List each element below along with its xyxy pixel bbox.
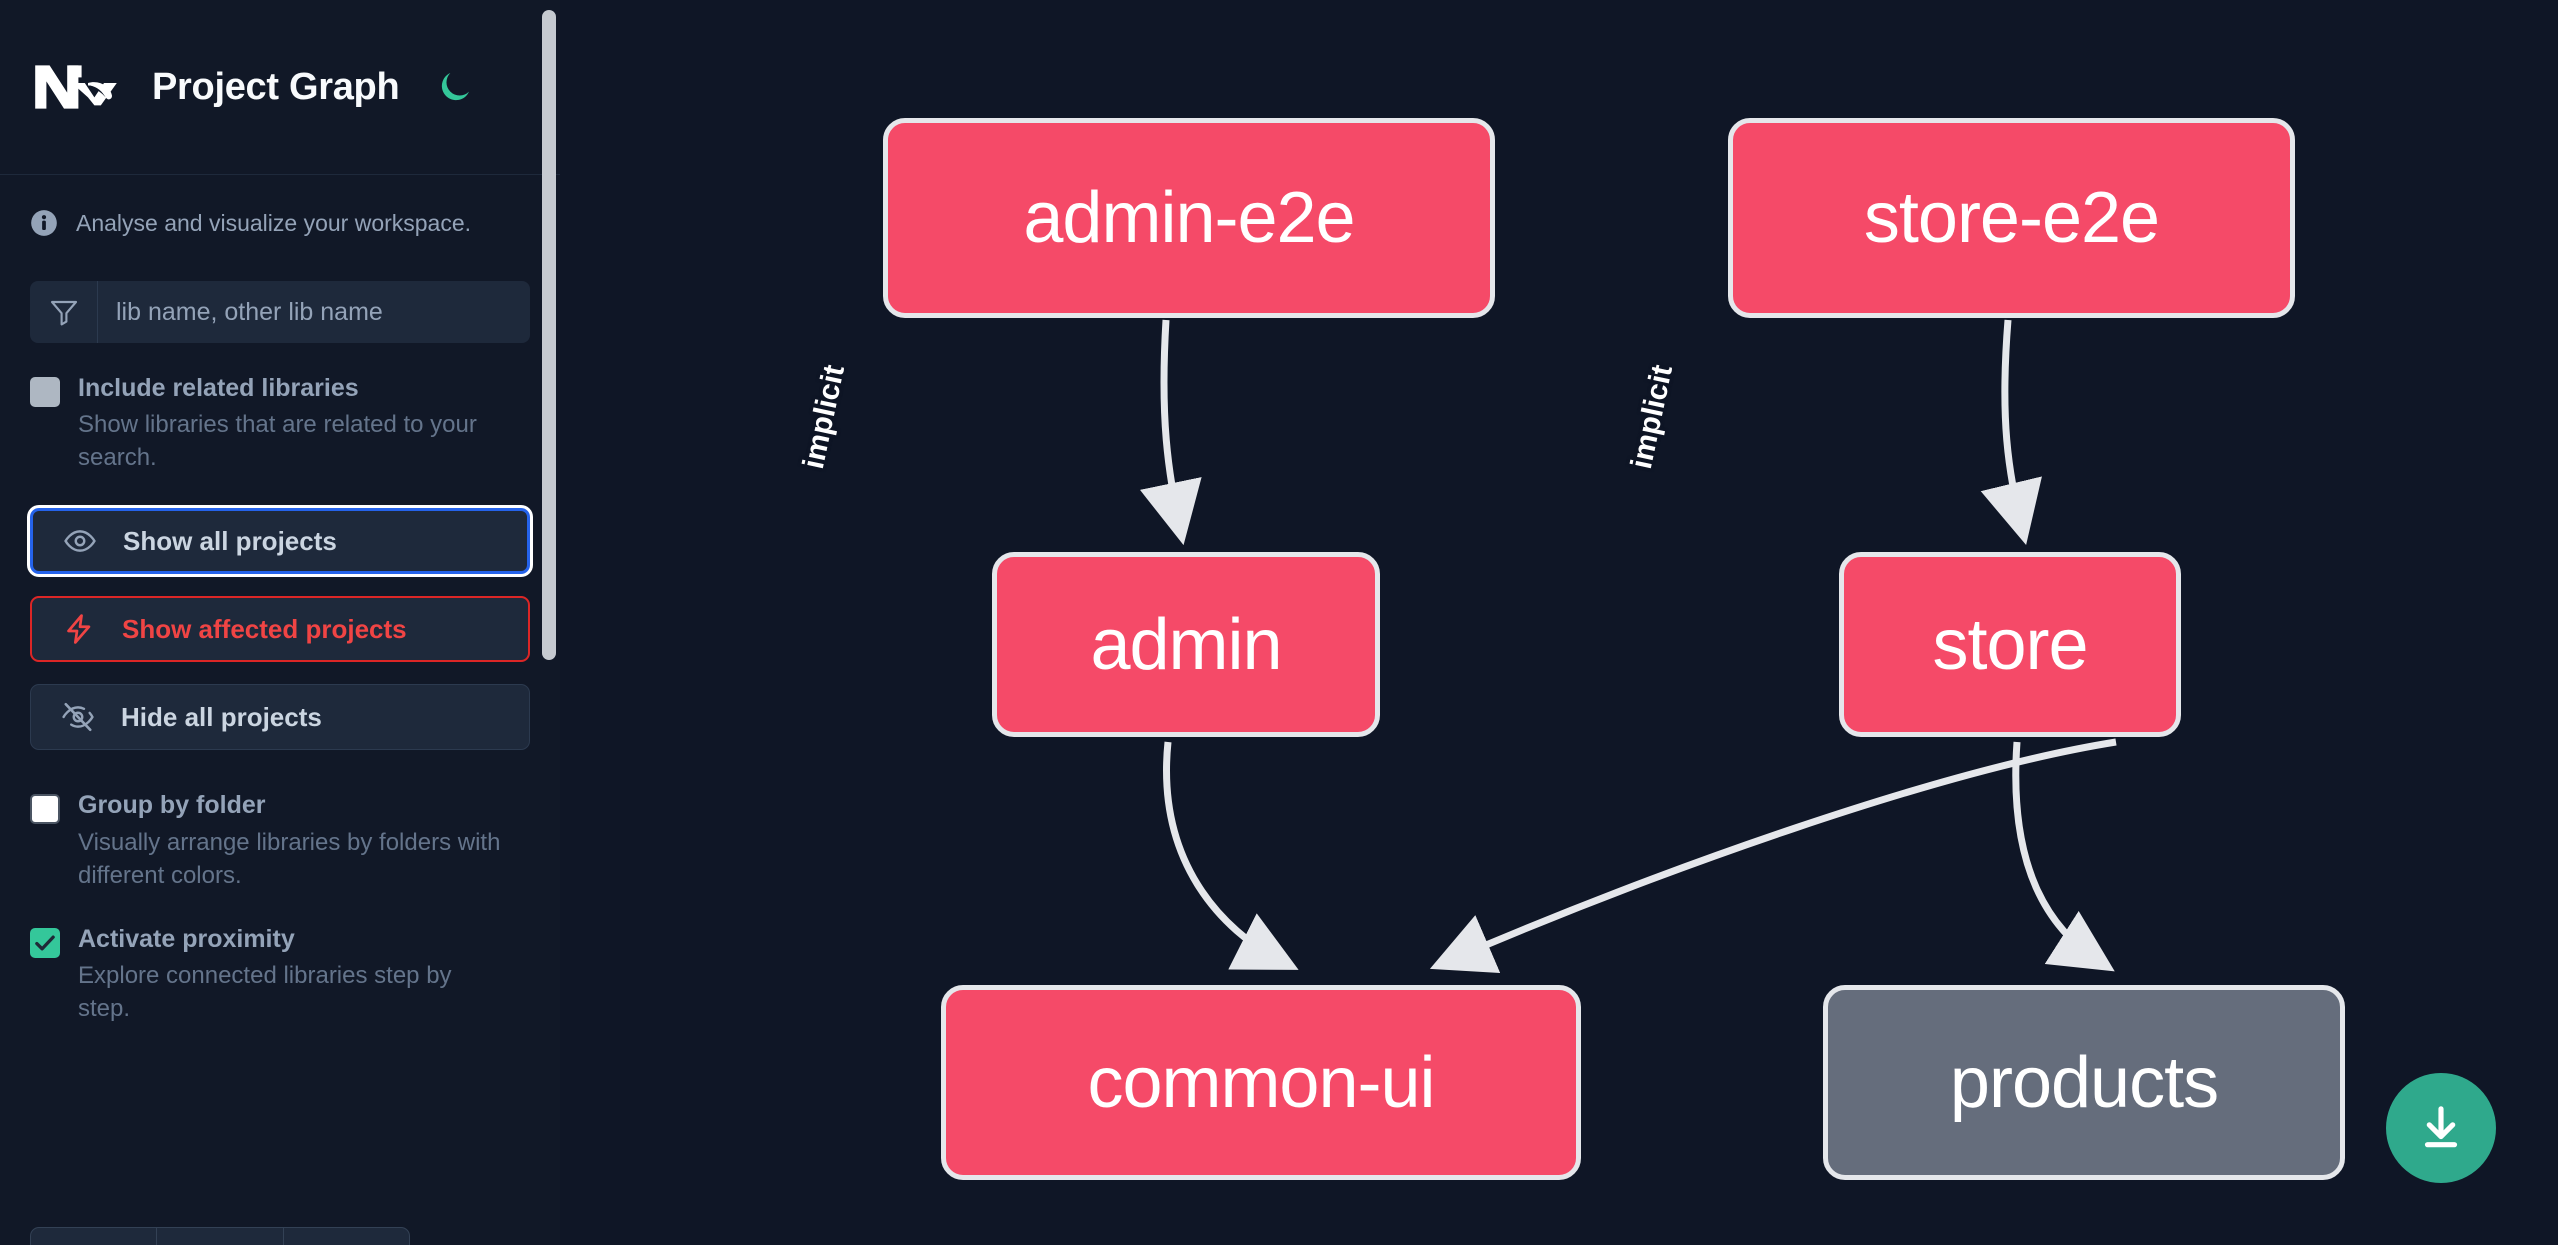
hide-all-projects-label: Hide all projects (121, 701, 322, 732)
search-field[interactable] (30, 281, 530, 343)
option-description: Explore connected libraries step by step… (78, 962, 452, 1023)
show-all-projects-label: Show all projects (123, 525, 337, 556)
page-title: Project Graph (152, 65, 400, 108)
hide-all-projects-button[interactable]: Hide all projects (30, 684, 530, 751)
option-include-related-libraries[interactable]: Include related libraries Show libraries… (0, 343, 560, 474)
node-label: store-e2e (1863, 178, 2160, 258)
moon-icon[interactable] (433, 65, 477, 109)
graph-node-store-e2e[interactable]: store-e2e (1728, 118, 2295, 318)
option-description: Show libraries that are related to your … (78, 411, 477, 472)
checkbox-group-by-folder[interactable] (30, 794, 60, 825)
segment-3[interactable] (284, 1228, 409, 1245)
eye-icon (64, 530, 96, 553)
node-label: admin (1090, 604, 1282, 685)
show-affected-projects-button[interactable]: Show affected projects (30, 596, 530, 663)
node-label: store (1932, 604, 2088, 685)
option-title: Group by folder (78, 791, 266, 820)
node-label: products (1949, 1042, 2219, 1123)
option-description: Visually arrange libraries by folders wi… (78, 828, 501, 889)
edge-store-common-ui (1429, 738, 2117, 973)
check-icon (35, 935, 55, 951)
edge-admin-common-ui (1163, 741, 1299, 970)
edge-label-implicit-store: implicit (1624, 362, 1680, 472)
graph-canvas[interactable]: implicit implicit admin-e2e store-e2e ad… (560, 0, 2558, 1245)
checkbox-activate-proximity[interactable] (30, 927, 60, 958)
graph-node-admin-e2e[interactable]: admin-e2e (883, 118, 1495, 318)
graph-node-products[interactable]: products (1823, 985, 2345, 1180)
search-input[interactable] (98, 281, 530, 343)
graph-action-buttons: Show all projects Show affected projects… (0, 474, 560, 751)
edge-label-implicit-admin: implicit (796, 362, 852, 472)
option-activate-proximity[interactable]: Activate proximity Explore connected lib… (0, 892, 560, 1025)
edge-store-e2e-store (1980, 319, 2042, 546)
eye-slash-icon (62, 703, 94, 732)
sidebar: Project Graph Analyse and visualize your… (0, 0, 560, 1245)
graph-node-store[interactable]: store (1839, 552, 2181, 737)
node-label: admin-e2e (1023, 178, 1355, 258)
download-graph-button[interactable] (2386, 1073, 2496, 1183)
info-banner: Analyse and visualize your workspace. (0, 175, 560, 237)
sidebar-scrollbar[interactable] (542, 10, 556, 660)
info-text: Analyse and visualize your workspace. (76, 209, 472, 236)
graph-node-admin[interactable]: admin (992, 552, 1380, 737)
text-filter-segmented-control[interactable] (30, 1227, 410, 1245)
option-title: Include related libraries (78, 374, 359, 402)
show-all-projects-button[interactable]: Show all projects (30, 508, 530, 575)
filter-funnel-icon (30, 281, 98, 343)
moon-glyph (442, 73, 470, 101)
option-group-by-folder[interactable]: Group by folder Visually arrange librari… (0, 750, 560, 891)
download-icon (2424, 1106, 2458, 1148)
graph-node-common-ui[interactable]: common-ui (941, 985, 1581, 1180)
lightning-bolt-icon (67, 614, 91, 645)
show-affected-projects-label: Show affected projects (122, 613, 407, 644)
segment-2[interactable] (157, 1228, 284, 1245)
sidebar-header: Project Graph (0, 0, 560, 175)
nx-logo (35, 65, 117, 109)
edge-store-products (2012, 741, 2115, 972)
node-label: common-ui (1087, 1042, 1435, 1123)
segment-1[interactable] (31, 1228, 158, 1245)
option-title: Activate proximity (78, 924, 295, 953)
info-circle-icon (31, 210, 57, 236)
checkbox-include-related-libraries[interactable] (30, 377, 60, 407)
funnel-glyph (50, 300, 77, 326)
edge-admin-e2e-admin (1139, 319, 1202, 546)
